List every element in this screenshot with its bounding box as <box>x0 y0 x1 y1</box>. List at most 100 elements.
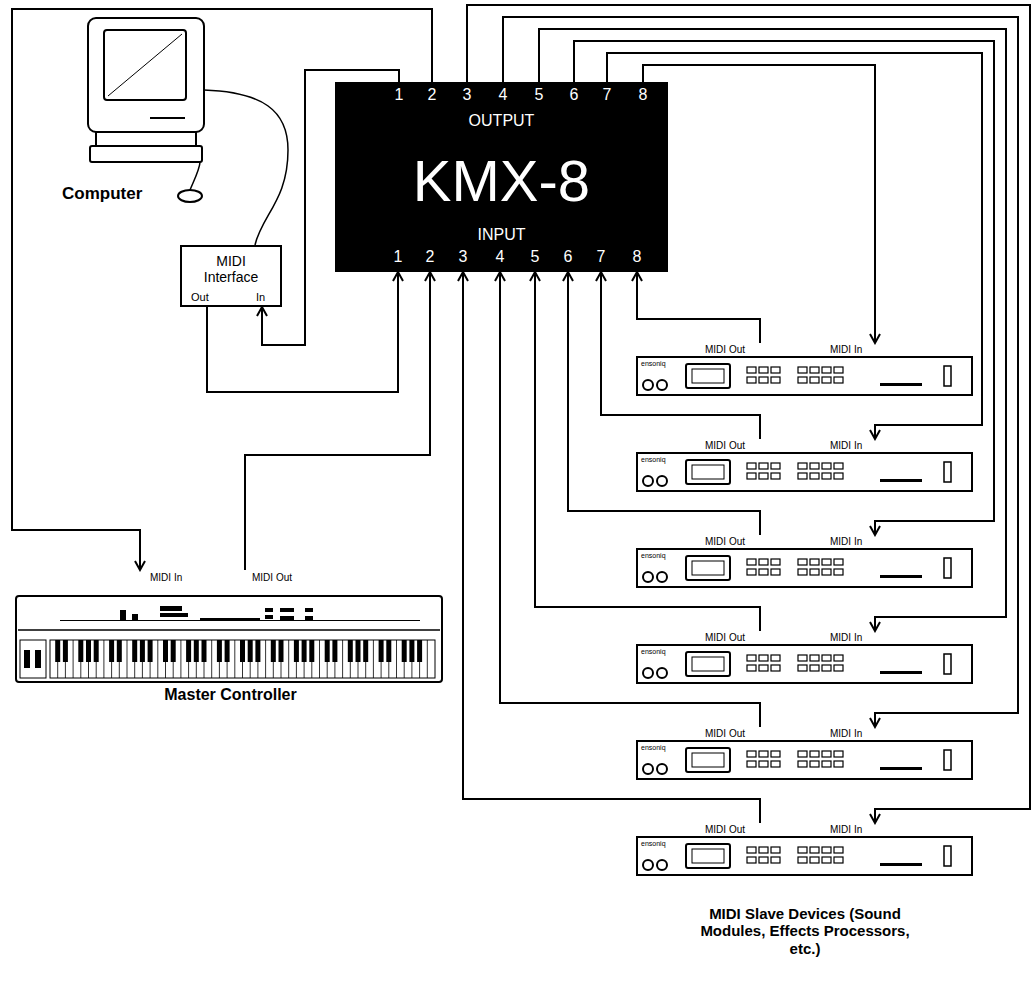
button <box>810 751 819 757</box>
button <box>747 569 756 575</box>
white-key-edge <box>180 640 181 678</box>
knob <box>657 572 667 582</box>
display-window <box>686 844 730 868</box>
display-inner <box>692 561 724 575</box>
midi-cable <box>245 272 430 570</box>
black-key <box>194 640 199 662</box>
control-mark <box>280 616 294 620</box>
slider <box>880 575 922 578</box>
black-key <box>386 640 391 662</box>
midi-cable <box>601 272 760 439</box>
black-key <box>171 640 176 662</box>
white-key-edge <box>373 640 374 678</box>
slave-device: MIDI OutMIDI Inensoniq <box>635 343 975 403</box>
button <box>747 847 756 853</box>
button <box>759 847 768 853</box>
slave-device: MIDI OutMIDI Inensoniq <box>635 823 975 883</box>
control-mark <box>132 614 138 620</box>
monitor-screen <box>104 30 186 100</box>
button <box>822 751 831 757</box>
port-label: MIDI In <box>830 536 862 548</box>
port-label: MIDI In <box>830 344 862 356</box>
port-number: 7 <box>589 248 613 266</box>
black-key <box>356 640 361 662</box>
midi-cable <box>637 272 760 343</box>
rack-unit-illustration <box>637 837 972 875</box>
device-caption: Computer <box>62 184 142 204</box>
knob <box>643 668 653 678</box>
button <box>810 761 819 767</box>
control-mark <box>120 610 126 620</box>
monitor-body <box>88 18 204 132</box>
slave-device: MIDI OutMIDI Inensoniq <box>635 631 975 691</box>
white-key-edge <box>396 640 397 678</box>
button <box>798 751 807 757</box>
knob <box>657 476 667 486</box>
button <box>822 473 831 479</box>
control-mark <box>160 613 188 617</box>
black-key <box>302 640 307 662</box>
button <box>810 559 819 565</box>
port-label: MIDI In <box>830 440 862 452</box>
midi-cable <box>463 272 760 823</box>
button <box>747 665 756 671</box>
button <box>759 559 768 565</box>
control-mark <box>265 615 273 619</box>
white-key-edge <box>211 640 212 678</box>
knob <box>643 860 653 870</box>
midi-cable <box>568 272 760 535</box>
button <box>834 751 843 757</box>
button <box>747 751 756 757</box>
black-key <box>109 640 114 662</box>
section-label: INPUT <box>335 226 668 244</box>
button <box>771 473 780 479</box>
button <box>834 857 843 863</box>
port-number: 6 <box>556 248 580 266</box>
button <box>759 569 768 575</box>
button <box>771 559 780 565</box>
mouse <box>178 190 202 202</box>
black-key <box>402 640 407 662</box>
button <box>798 655 807 661</box>
port-label: MIDI Out <box>705 632 745 644</box>
port-label: MIDI Out <box>705 728 745 740</box>
black-key <box>279 640 284 662</box>
button <box>747 473 756 479</box>
button <box>798 847 807 853</box>
button <box>834 569 843 575</box>
port-number: 1 <box>386 248 410 266</box>
knob <box>657 764 667 774</box>
white-key-edge <box>157 640 158 678</box>
button <box>822 665 831 671</box>
knob <box>657 668 667 678</box>
control-mark <box>265 608 273 612</box>
black-key <box>294 640 299 662</box>
button <box>747 377 756 383</box>
button <box>810 473 819 479</box>
button <box>771 751 780 757</box>
button <box>810 463 819 469</box>
white-key-edge <box>342 640 343 678</box>
port-number: 3 <box>455 86 479 104</box>
mod-wheel <box>35 650 41 668</box>
port-label: MIDI Out <box>705 824 745 836</box>
button <box>834 847 843 853</box>
button <box>798 761 807 767</box>
rack-unit-illustration <box>637 453 972 491</box>
black-key <box>248 640 253 662</box>
midi-cable <box>535 272 760 631</box>
control-mark <box>280 608 294 612</box>
rack-unit-illustration <box>637 357 972 395</box>
brand-logo: ensoniq <box>641 552 666 560</box>
router-box: OUTPUTKMX-8INPUT1234567812345678 <box>335 82 668 272</box>
black-key <box>186 640 191 662</box>
button <box>798 367 807 373</box>
power-switch <box>944 366 951 386</box>
black-key <box>86 640 91 662</box>
button <box>759 377 768 383</box>
button <box>747 367 756 373</box>
black-key <box>332 640 337 662</box>
brand-logo: ensoniq <box>641 744 666 752</box>
white-key-edge <box>265 640 266 678</box>
